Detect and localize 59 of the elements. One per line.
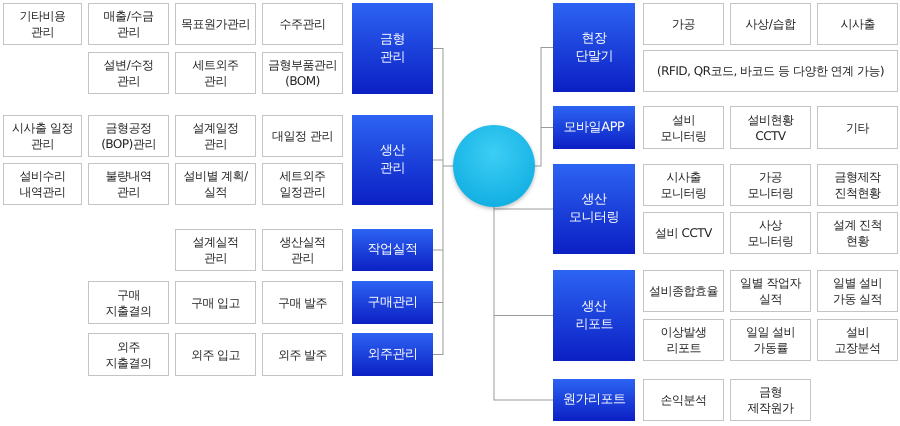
feature-box: 설비 CCTV (643, 212, 724, 254)
connector-line (494, 206, 554, 210)
feature-box: 대일정 관리 (262, 115, 343, 157)
feature-box: 설계일정 관리 (175, 115, 256, 157)
feature-box: 수주관리 (262, 3, 343, 45)
feature-box: 일별 설비 가동 실적 (817, 270, 898, 312)
feature-box: (RFID, QR코드, 바코드 등 다양한 연계 가능) (643, 50, 898, 92)
feature-box: 금형공정 (BOP)관리 (88, 115, 169, 157)
feature-box: 외주 지출결의 (88, 333, 169, 376)
feature-box: 설비종합효율 (643, 270, 724, 312)
feature-box: 일일 설비 가동률 (730, 319, 811, 361)
feature-box: 설비별 계획/실적 (175, 163, 256, 205)
category-box: 원가리포트 (553, 379, 635, 421)
feature-box: 기타비용 관리 (3, 3, 82, 45)
feature-box: 외주 발주 (262, 333, 343, 376)
feature-box: 구매 입고 (175, 281, 256, 324)
feature-box: 사상 모니터링 (730, 212, 811, 254)
category-box: 생산 모니터링 (553, 164, 635, 254)
feature-box: 설비 모니터링 (643, 106, 724, 149)
feature-box: 금형 제작원가 (730, 379, 811, 421)
feature-box: 가공 (643, 3, 724, 45)
category-box: 금형 관리 (352, 3, 433, 94)
feature-box: 시사출 일정 관리 (3, 115, 82, 157)
feature-box: 이상발생 리포트 (643, 319, 724, 361)
category-box: 현장 단말기 (553, 3, 635, 92)
feature-box: 가공 모니터링 (730, 164, 811, 206)
feature-box: 구매 지출결의 (88, 281, 169, 324)
feature-box: 세트외주 관리 (175, 52, 256, 94)
category-box: 모바일APP (553, 106, 635, 149)
feature-box: 시사출 (817, 3, 898, 45)
feature-box: 목표원가관리 (175, 3, 256, 45)
feature-box: 구매 발주 (262, 281, 343, 324)
feature-box: 설비현황 CCTV (730, 106, 811, 149)
feature-box: 설비수리 내역관리 (3, 163, 82, 205)
connector-line (432, 166, 454, 355)
feature-box: 시사출 모니터링 (643, 164, 724, 206)
feature-box: 설변/수정 관리 (88, 52, 169, 94)
category-box: 생산 리포트 (553, 270, 635, 361)
feature-box: 매출/수금 관리 (88, 3, 169, 45)
feature-box: 금형제작 진척현황 (817, 164, 898, 206)
category-box: 생산 관리 (352, 115, 433, 205)
feature-box: 불량내역 관리 (88, 163, 169, 205)
feature-box: 세트외주 일정관리 (262, 163, 343, 205)
feature-box: 설계실적 관리 (175, 229, 256, 271)
feature-box: 기타 (817, 106, 898, 149)
feature-box: 금형부품관리 (BOM) (262, 52, 343, 94)
feature-box: 설계 진척 현황 (817, 212, 898, 254)
feature-box: 일별 작업자 실적 (730, 270, 811, 312)
feature-box: 외주 입고 (175, 333, 256, 376)
category-box: 작업실적 (352, 229, 433, 271)
connector-line (534, 127, 554, 166)
connector-line (494, 206, 554, 400)
feature-box: 손익분석 (643, 379, 724, 421)
feature-box: 사상/습합 (730, 3, 811, 45)
feature-box: 생산실적 관리 (262, 229, 343, 271)
category-box: 구매관리 (352, 281, 433, 324)
feature-box: 설비 고장분석 (817, 319, 898, 361)
hub-circle (453, 125, 535, 207)
category-box: 외주관리 (352, 333, 433, 376)
